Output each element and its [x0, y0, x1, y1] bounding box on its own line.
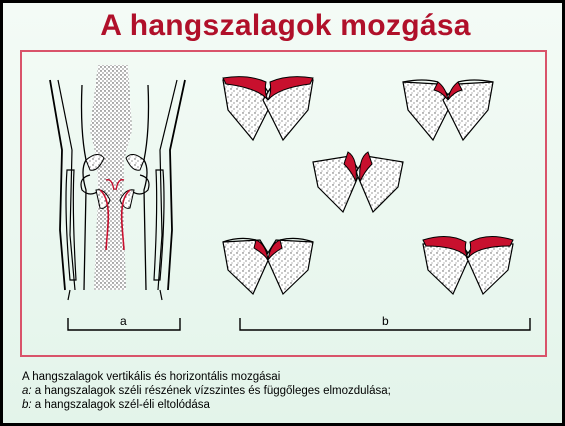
- vocal-fold-pair-2: [403, 80, 493, 140]
- vocal-fold-pair-5: [423, 236, 513, 294]
- caption-line-2: a: a hangszalagok széli részének vízszin…: [22, 384, 552, 398]
- caption-line-3-prefix: b:: [22, 399, 32, 411]
- bracket-a: a: [68, 314, 180, 330]
- caption-line-2-prefix: a:: [22, 385, 32, 397]
- slide-title: A hangszalagok mozgása: [3, 9, 565, 43]
- caption-line-1: A hangszalagok vertikális és horizontáli…: [22, 370, 552, 384]
- airway-column: [90, 65, 132, 290]
- caption-line-3-text: a hangszalagok szél-éli eltolódása: [32, 399, 210, 411]
- vocal-fold-pair-1: [223, 77, 313, 140]
- bracket-b: b: [240, 314, 530, 330]
- panel-a-label: a: [120, 314, 127, 328]
- vocal-fold-figure: a b: [20, 50, 547, 357]
- figure-caption: A hangszalagok vertikális és horizontáli…: [22, 370, 552, 412]
- panel-b-label: b: [382, 314, 389, 328]
- caption-line-2-text: a hangszalagok széli részének vízszintes…: [32, 385, 391, 397]
- vocal-fold-pair-4: [223, 238, 313, 294]
- vocal-fold-pair-3: [313, 152, 403, 212]
- caption-line-3: b: a hangszalagok szél-éli eltolódása: [22, 398, 552, 412]
- larynx-coronal-section: [50, 65, 185, 300]
